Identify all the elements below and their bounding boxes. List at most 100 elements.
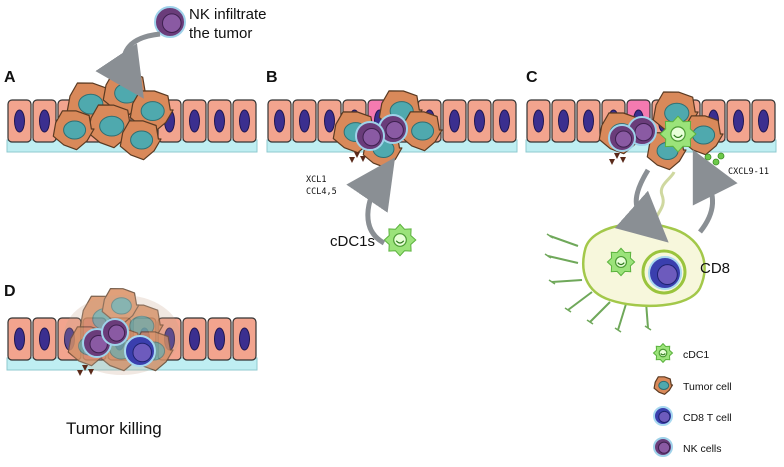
chemokine-triangle xyxy=(360,156,366,162)
dendrite-tip xyxy=(644,325,652,331)
cdc1-mark xyxy=(673,134,683,138)
dendrite xyxy=(547,255,579,264)
nucleus xyxy=(474,109,485,133)
cdc1s-label: cDC1s xyxy=(330,233,376,250)
panel-c-letter: C xyxy=(526,69,538,86)
cdc1-mark xyxy=(617,262,625,266)
panel-a-letter: A xyxy=(4,69,16,86)
cd8-t-cell xyxy=(653,406,673,426)
arrow-layer xyxy=(95,31,738,246)
nk-cell xyxy=(101,318,129,346)
nucleus xyxy=(533,109,544,133)
nucleus xyxy=(274,109,285,133)
nucleus xyxy=(558,109,569,133)
nk-nucleus xyxy=(89,334,108,354)
nucleus xyxy=(39,109,50,133)
dendritic-cell xyxy=(544,171,706,333)
nucleus xyxy=(239,109,250,133)
chemokine-dot xyxy=(712,158,720,166)
nk-nucleus xyxy=(385,120,404,140)
chemokine-xcl1: XCL1 xyxy=(306,175,327,185)
nucleus xyxy=(299,109,310,133)
panel-d-letter: D xyxy=(4,283,16,300)
cd8-nucleus xyxy=(656,264,678,286)
chemokine-dot xyxy=(704,153,712,161)
cdc1-cell xyxy=(652,342,674,364)
cdc1-nucleus xyxy=(658,348,668,358)
tumor-nucleus xyxy=(130,130,154,150)
arrow-to-tumor xyxy=(692,149,738,234)
panel-b-letter: B xyxy=(266,69,278,86)
tumor-nucleus xyxy=(692,125,716,145)
cdc1-mark xyxy=(395,240,405,244)
dendrite-tip xyxy=(564,307,572,313)
cd8-t-cell xyxy=(648,256,682,290)
tumor-cell xyxy=(400,111,443,152)
nucleus xyxy=(758,109,769,133)
cdc1-cell xyxy=(383,223,417,257)
nucleus xyxy=(14,109,25,133)
cdc1-nucleus xyxy=(393,233,407,247)
chemokine-triangle xyxy=(609,159,615,165)
tumor-nucleus xyxy=(658,380,670,391)
chemokine-triangle xyxy=(620,157,626,163)
legend-label-nk-cells: NK cells xyxy=(683,443,722,455)
dendrite xyxy=(589,301,611,323)
dendrite xyxy=(551,279,583,283)
chemokine-triangle xyxy=(88,369,94,375)
nk-cell xyxy=(608,124,636,152)
legend-label-tumor-cell: Tumor cell xyxy=(683,381,732,393)
cdc1-nucleus xyxy=(614,255,628,269)
nk-nucleus xyxy=(634,122,653,142)
cdc1-cell xyxy=(659,115,697,153)
chemokine-cxcl9-11-label: CXCL9-11 xyxy=(728,167,769,177)
arrow-nk-infiltrate xyxy=(95,31,161,99)
dendrite xyxy=(567,291,593,311)
dendrite xyxy=(617,303,627,331)
nucleus xyxy=(324,109,335,133)
nucleus xyxy=(499,109,510,133)
chemokine-dot xyxy=(707,164,715,172)
tumor-nucleus xyxy=(140,101,165,122)
tumor-nucleus xyxy=(99,115,125,137)
chemokine-triangle xyxy=(77,370,83,376)
legend-label-cd8-t-cell: CD8 T cell xyxy=(683,412,732,424)
dendrite-tip xyxy=(586,319,594,325)
chemokine-triangle xyxy=(614,153,620,159)
nucleus xyxy=(733,109,744,133)
tumor-killing-caption: Tumor killing xyxy=(66,419,162,438)
nk-nucleus xyxy=(362,127,381,147)
legend-label-cdc1: cDC1 xyxy=(683,349,710,361)
nucleus xyxy=(214,327,225,351)
nk-infiltrate-line2: the tumor xyxy=(189,25,253,42)
legend-icons xyxy=(652,342,674,457)
nucleus xyxy=(189,109,200,133)
dendrite-tip xyxy=(544,253,552,259)
nk-infiltrate-label: NK infiltrate the tumor xyxy=(189,5,267,43)
cdc1-mark xyxy=(660,353,666,356)
tumor-cell xyxy=(119,120,162,161)
nucleus xyxy=(583,109,594,133)
tumor-nucleus xyxy=(63,120,87,140)
nk-cell xyxy=(378,114,408,144)
cd8-nucleus xyxy=(132,342,153,363)
cd8-nucleus xyxy=(658,410,671,423)
tumor-cell xyxy=(52,110,95,151)
nucleus xyxy=(239,327,250,351)
cdc1-cell xyxy=(606,247,636,277)
nk-nucleus xyxy=(658,441,671,454)
immune-synapse xyxy=(641,249,687,295)
dendrite-tip xyxy=(546,233,554,239)
tumor-cell xyxy=(101,288,140,325)
chemokine-ccl45: CCL4,5 xyxy=(306,187,337,197)
nk-cell xyxy=(154,6,186,38)
chemokine-triangle xyxy=(82,365,88,371)
chemokine-dot xyxy=(698,161,706,169)
nk-cell xyxy=(355,121,385,151)
arrow-cdc1s-recruit xyxy=(346,157,396,246)
tumor-cell xyxy=(653,376,674,395)
chemokine-dot xyxy=(717,152,725,160)
chemokine-xcl1-ccl45-label: XCL1 CCL4,5 xyxy=(306,174,337,198)
nk-nucleus xyxy=(162,13,182,34)
